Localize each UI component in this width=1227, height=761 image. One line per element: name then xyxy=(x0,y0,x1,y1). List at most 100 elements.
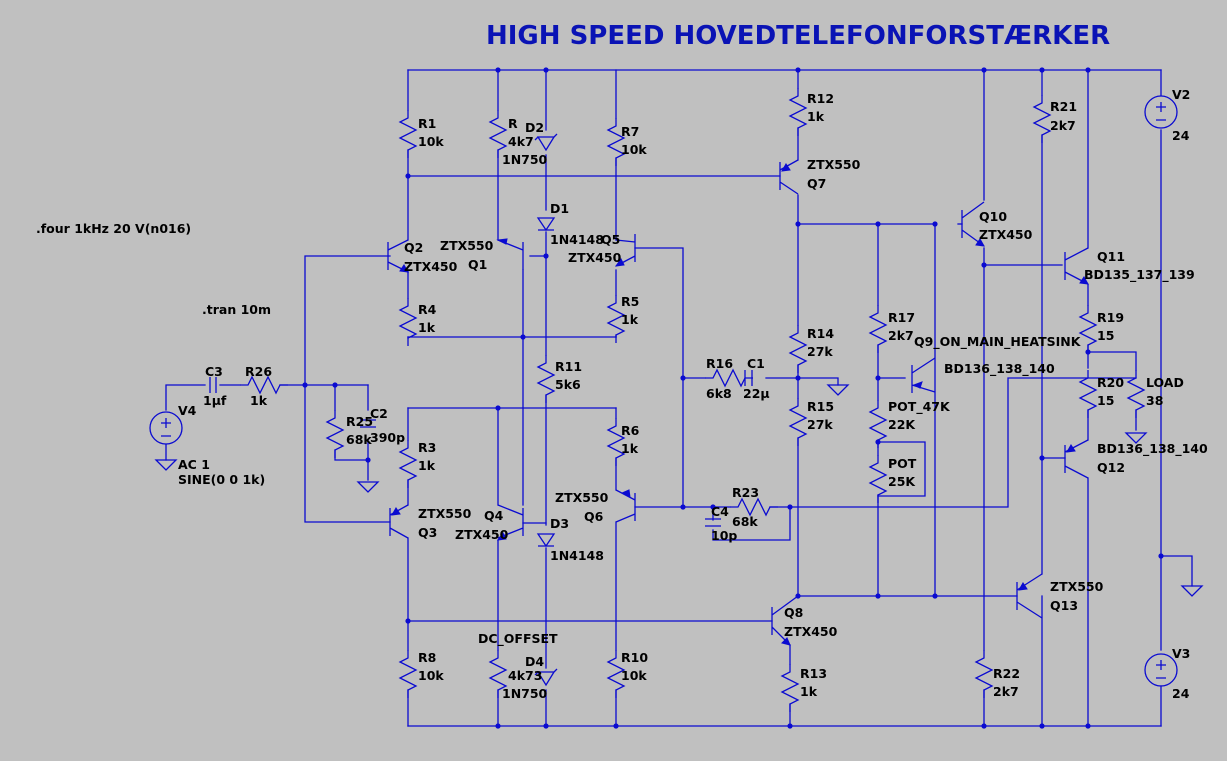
v2-value: 24 xyxy=(1172,128,1190,143)
c2-value: 390p xyxy=(370,430,405,445)
r19-ref: R19 xyxy=(1097,310,1124,325)
r23-ref: R23 xyxy=(732,485,759,500)
r23-value: 68k xyxy=(732,514,758,529)
r14-ref: R14 xyxy=(807,326,834,341)
r-value: 4k7 xyxy=(508,134,534,149)
r5-ref: R5 xyxy=(621,294,639,309)
r22-ref: R22 xyxy=(993,666,1020,681)
wires xyxy=(165,69,1193,727)
load-value: 38 xyxy=(1146,393,1163,408)
q13-ref: Q13 xyxy=(1050,598,1078,613)
pot-ref: POT xyxy=(888,456,917,471)
r10-value: 10k xyxy=(621,668,647,683)
r15-value: 27k xyxy=(807,417,833,432)
r25-value: 68k xyxy=(346,432,372,447)
r3-ref: R3 xyxy=(418,440,436,455)
d1-ref: D1 xyxy=(550,201,569,216)
q7-ref: Q7 xyxy=(807,176,826,191)
q7-value: ZTX550 xyxy=(807,157,861,172)
r8-ref: R8 xyxy=(418,650,436,665)
r8-value: 10k xyxy=(418,668,444,683)
r7-ref: R7 xyxy=(621,124,639,139)
spice-directives: .four 1kHz 20 V(n016) .tran 10m xyxy=(36,221,271,317)
pot-value: 25K xyxy=(888,474,916,489)
c4-ref: C4 xyxy=(711,504,729,519)
r21-value: 2k7 xyxy=(1050,118,1076,133)
four-directive: .four 1kHz 20 V(n016) xyxy=(36,221,191,236)
r21-ref: R21 xyxy=(1050,99,1077,114)
q9-value: BD136_138_140 xyxy=(944,361,1055,377)
r4-ref: R4 xyxy=(418,302,437,317)
d4-value: 1N750 xyxy=(502,686,548,701)
r5-value: 1k xyxy=(621,312,639,327)
c3-value: 1µf xyxy=(203,393,227,408)
v3-value: 24 xyxy=(1172,686,1190,701)
pot47-value: 22K xyxy=(888,417,916,432)
v4-ref: V4 xyxy=(178,403,197,418)
q6-ref: Q6 xyxy=(584,509,604,524)
r10-ref: R10 xyxy=(621,650,648,665)
pot47-ref: POT_47K xyxy=(888,399,951,415)
r1-ref: R1 xyxy=(418,116,436,131)
v3-ref: V3 xyxy=(1172,646,1190,661)
r11-value: 5k6 xyxy=(555,377,581,392)
d3-ref: D3 xyxy=(550,516,569,531)
q11-value: BD135_137_139 xyxy=(1084,267,1195,283)
r6-ref: R6 xyxy=(621,423,640,438)
q3-ref: Q3 xyxy=(418,525,437,540)
d1-value: 1N4148 xyxy=(550,232,604,247)
q2-ref: Q2 xyxy=(404,240,423,255)
load-ref: LOAD xyxy=(1146,375,1184,390)
q10-ref: Q10 xyxy=(979,209,1007,224)
r14-value: 27k xyxy=(807,344,833,359)
q11-ref: Q11 xyxy=(1097,249,1125,264)
capacitor-symbols xyxy=(209,370,753,527)
q13-value: ZTX550 xyxy=(1050,579,1104,594)
r12-value: 1k xyxy=(807,109,825,124)
d3-value: 1N4148 xyxy=(550,548,604,563)
transistor-symbols xyxy=(387,159,1089,646)
r-ref: R xyxy=(508,116,518,131)
v4-value2: SINE(0 0 1k) xyxy=(178,472,265,487)
r20-ref: R20 xyxy=(1097,375,1124,390)
d4-ref: D4 xyxy=(525,654,544,669)
c4-value: 10p xyxy=(711,528,737,543)
tran-directive: .tran 10m xyxy=(202,302,271,317)
dc-offset-value: 4k73 xyxy=(508,668,542,683)
q3-value: ZTX550 xyxy=(418,506,472,521)
diode-symbols xyxy=(534,133,558,687)
v4-value: AC 1 xyxy=(178,457,210,472)
q6-value: ZTX550 xyxy=(555,490,609,505)
r4-value: 1k xyxy=(418,320,436,335)
r22-value: 2k7 xyxy=(993,684,1019,699)
r19-value: 15 xyxy=(1097,328,1114,343)
r20-value: 15 xyxy=(1097,393,1114,408)
r3-value: 1k xyxy=(418,458,436,473)
q12-ref: Q12 xyxy=(1097,460,1125,475)
dc-offset-ref: DC_OFFSET xyxy=(478,631,558,647)
ground-symbols xyxy=(155,384,1203,597)
r26-value: 1k xyxy=(250,393,268,408)
q10-value: ZTX450 xyxy=(979,227,1033,242)
q8-value: ZTX450 xyxy=(784,624,838,639)
v2-ref: V2 xyxy=(1172,87,1190,102)
r11-ref: R11 xyxy=(555,359,582,374)
q5-value: ZTX450 xyxy=(568,250,622,265)
q2-value: ZTX450 xyxy=(404,259,458,274)
r16-ref: R16 xyxy=(706,356,733,371)
r16-value: 6k8 xyxy=(706,386,732,401)
r26-ref: R26 xyxy=(245,364,272,379)
junctions xyxy=(302,67,1164,729)
r15-ref: R15 xyxy=(807,399,834,414)
r25-ref: R25 xyxy=(346,414,373,429)
r13-ref: R13 xyxy=(800,666,827,681)
r17-value: 2k7 xyxy=(888,328,914,343)
q4-value: ZTX450 xyxy=(455,527,509,542)
q1-value: ZTX550 xyxy=(440,238,494,253)
r12-ref: R12 xyxy=(807,91,834,106)
c1-ref: C1 xyxy=(747,356,765,371)
r17-ref: R17 xyxy=(888,310,915,325)
q1-ref: Q1 xyxy=(468,257,487,272)
r6-value: 1k xyxy=(621,441,639,456)
